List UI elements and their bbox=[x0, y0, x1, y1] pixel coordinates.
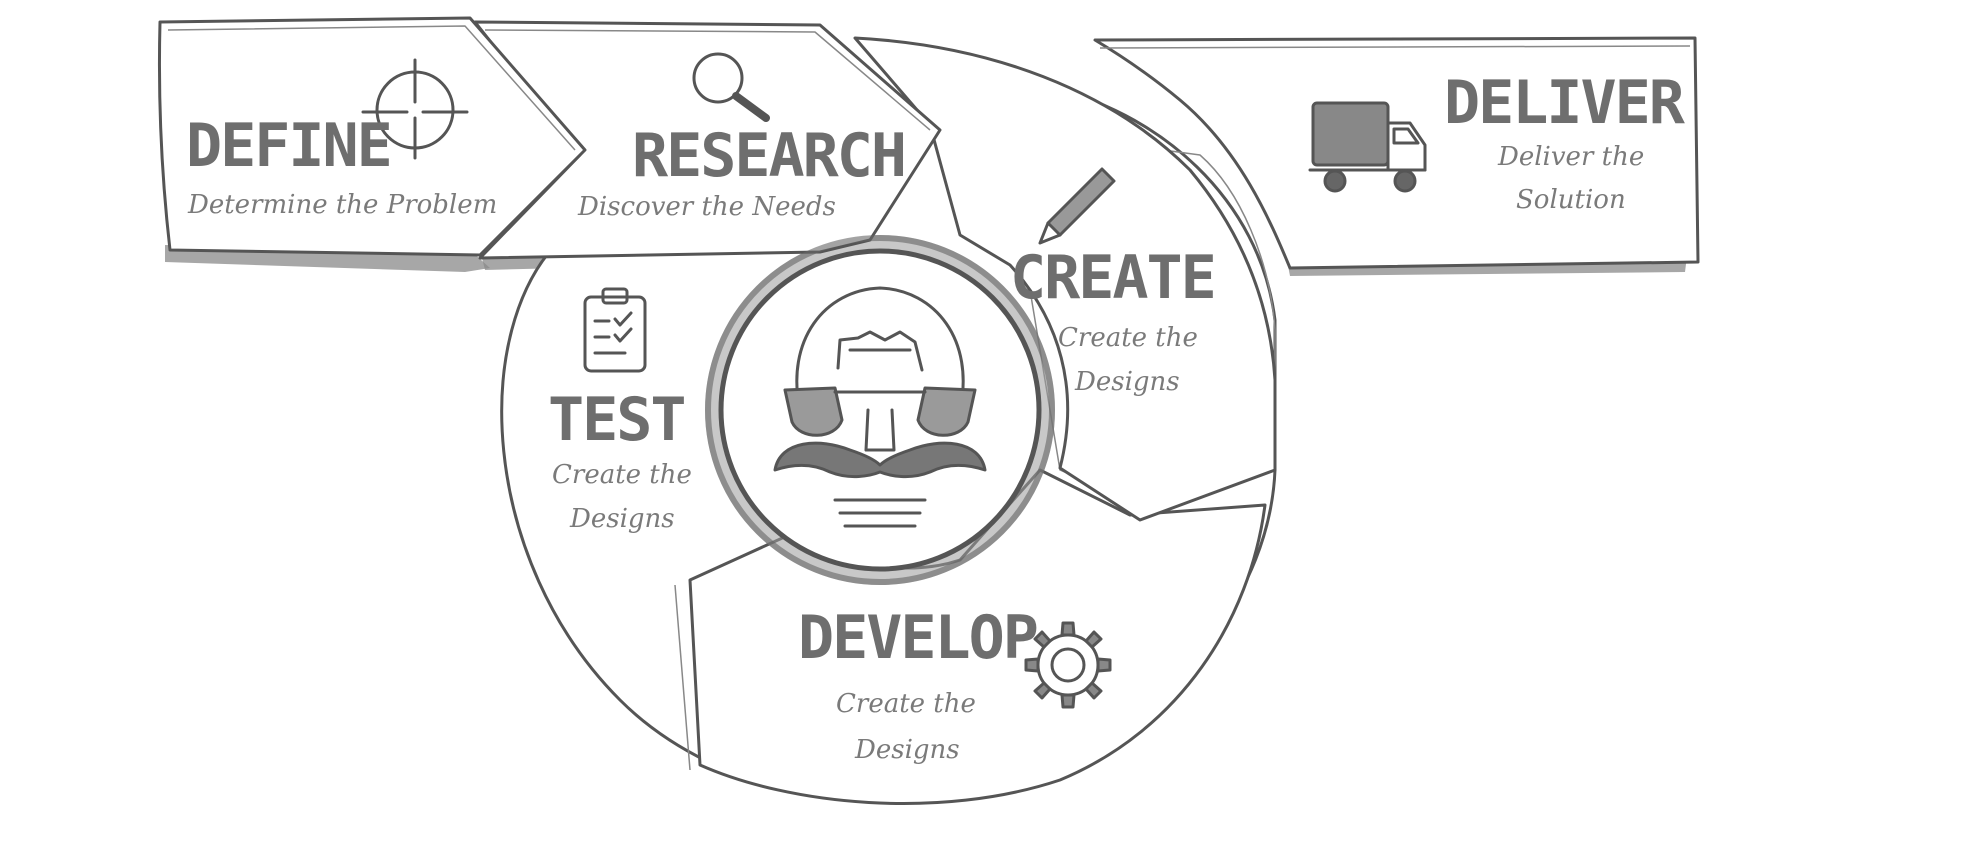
center-hub bbox=[705, 235, 1055, 585]
pencil-icon bbox=[1038, 167, 1116, 245]
truck-icon bbox=[1308, 101, 1427, 193]
develop-subtitle-line2: Designs bbox=[854, 735, 960, 765]
clipboard-icon bbox=[583, 287, 647, 373]
create-title: CREATE bbox=[1010, 243, 1215, 313]
crosshair-icon bbox=[361, 58, 469, 160]
create-subtitle-line2: Designs bbox=[1074, 367, 1180, 397]
develop-title: DEVELOP bbox=[798, 603, 1037, 673]
develop-subtitle-line1: Create the bbox=[836, 689, 976, 719]
define-title: DEFINE bbox=[186, 111, 391, 181]
test-subtitle-line1: Create the bbox=[552, 460, 692, 490]
deliver-title: DELIVER bbox=[1444, 68, 1686, 138]
gear-icon bbox=[1024, 621, 1112, 709]
stage-research[interactable] bbox=[473, 20, 942, 260]
define-subtitle: Determine the Problem bbox=[187, 190, 497, 220]
research-subtitle: Discover the Needs bbox=[577, 192, 836, 222]
deliver-subtitle-line1: Deliver the bbox=[1497, 142, 1644, 172]
deliver-subtitle-line2: Solution bbox=[1516, 185, 1626, 215]
stage-define[interactable] bbox=[157, 16, 587, 257]
test-title: TEST bbox=[548, 385, 685, 455]
create-subtitle-line1: Create the bbox=[1058, 323, 1198, 353]
magnifier-icon bbox=[692, 52, 770, 122]
stage-create-arc bbox=[853, 36, 1277, 522]
stage-deliver[interactable] bbox=[1093, 36, 1700, 270]
research-title: RESEARCH bbox=[632, 121, 905, 191]
test-subtitle-line2: Designs bbox=[569, 504, 675, 534]
mustache-lightbulb-icon bbox=[773, 286, 987, 528]
